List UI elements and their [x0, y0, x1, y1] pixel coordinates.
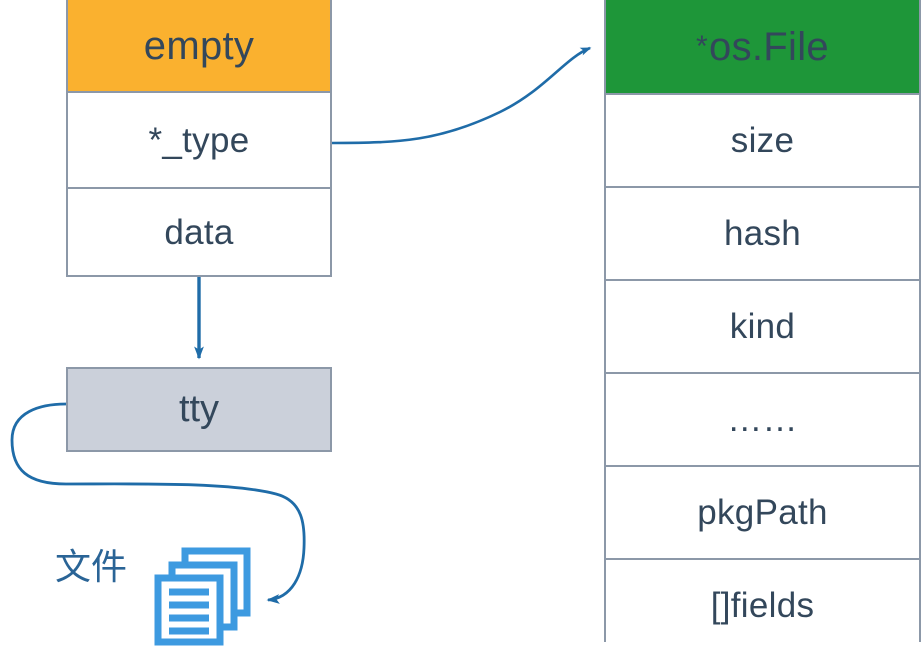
- osfile-row-ellipsis: ……: [606, 374, 919, 467]
- osfile-row-size: size: [606, 95, 919, 188]
- osfile-struct-box: *os.File size hash kind …… pkgPath []fie…: [604, 0, 921, 650]
- osfile-row-hash: hash: [606, 188, 919, 281]
- empty-struct-header: empty: [68, 0, 330, 93]
- osfile-header-name: os.File: [709, 24, 829, 69]
- empty-struct-box: empty *_type data: [66, 0, 332, 277]
- tty-box: tty: [66, 367, 332, 452]
- tty-label: tty: [178, 388, 220, 430]
- osfile-row-pkgpath: pkgPath: [606, 467, 919, 560]
- osfile-row-kind: kind: [606, 281, 919, 374]
- arrow-type-to-osfile: [331, 46, 592, 145]
- osfile-row-fields: []fields: [606, 560, 919, 650]
- empty-struct-row-data: data: [68, 189, 330, 275]
- file-text-label: 文件: [55, 547, 128, 588]
- file-stack-icon: [154, 547, 251, 646]
- osfile-struct-header: *os.File: [606, 0, 919, 95]
- empty-struct-row-type: *_type: [68, 93, 330, 189]
